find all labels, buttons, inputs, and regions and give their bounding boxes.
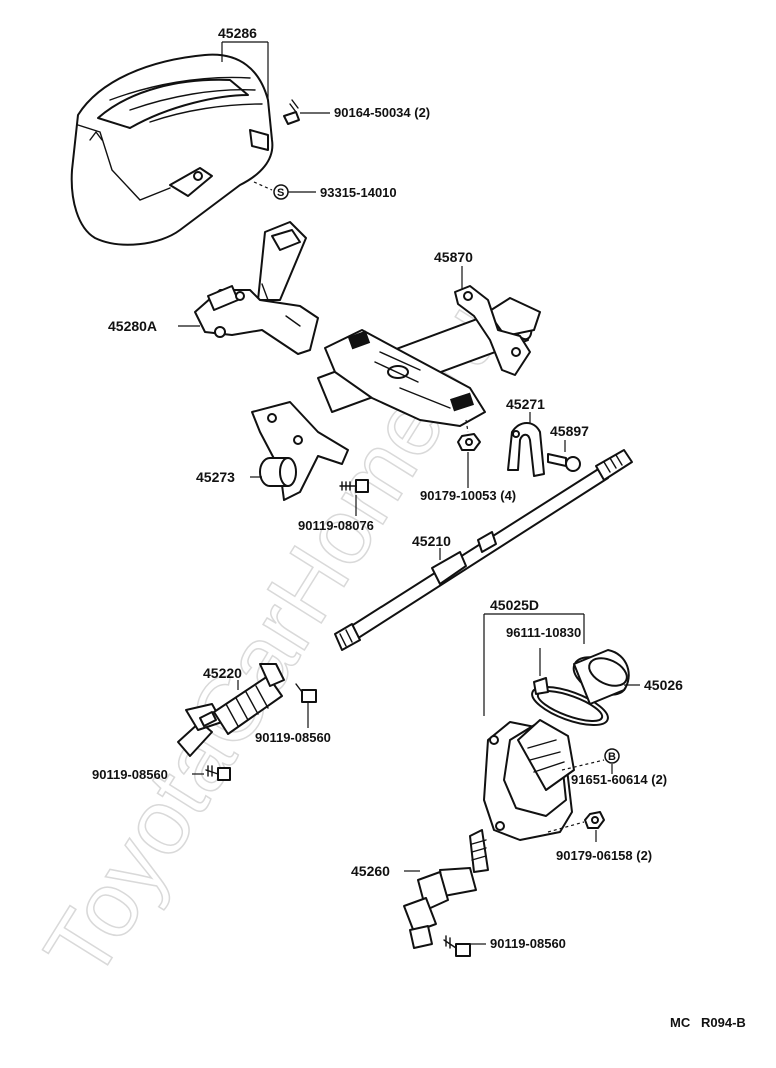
label-45025D: 45025D	[490, 597, 539, 613]
upper-bracket-part	[194, 221, 319, 355]
label-45286: 45286	[218, 25, 257, 41]
label-96111-10830: 96111-10830	[506, 625, 581, 640]
clamp-45271	[507, 422, 545, 477]
label-45870: 45870	[434, 249, 473, 265]
label-90119-08560-c: 90119-08560	[490, 936, 566, 951]
pin-45897	[547, 453, 581, 472]
bolt-90119-08560-c	[443, 935, 471, 957]
label-90179-06158: 90179-06158 (2)	[556, 848, 652, 863]
bolt-90119-08076	[339, 479, 369, 493]
main-shaft-45210	[334, 449, 633, 651]
label-45210: 45210	[412, 533, 451, 549]
label-45260: 45260	[351, 863, 390, 879]
label-45026: 45026	[644, 677, 683, 693]
label-90119-08560-a: 90119-08560	[255, 730, 331, 745]
marker-b	[604, 748, 620, 764]
label-45280A: 45280A	[108, 318, 157, 334]
diagram-code: R094-B	[701, 1015, 746, 1030]
leader-45286	[221, 41, 269, 102]
column-tube-part	[317, 297, 541, 427]
label-93315-14010: 93315-14010	[320, 185, 397, 200]
bracket-45870	[454, 285, 531, 376]
intermediate-shaft-45220	[177, 663, 285, 757]
screw-90164	[283, 99, 300, 125]
label-45897: 45897	[550, 423, 589, 439]
clamp-96111-10830	[531, 677, 609, 726]
column-cover-part	[70, 53, 274, 246]
boot-housing	[483, 719, 575, 841]
seal-45026	[572, 649, 630, 705]
diagram-code-prefix: MC	[670, 1015, 691, 1030]
nut-90179-10053	[457, 433, 481, 451]
label-45271: 45271	[506, 396, 545, 412]
label-90179-10053: 90179-10053 (4)	[420, 488, 516, 503]
marker-s-label: S	[277, 187, 284, 199]
label-90119-08076: 90119-08076	[298, 518, 374, 533]
bolt-90119-08560-a	[295, 683, 317, 703]
lower-joint-45260	[403, 829, 489, 949]
marker-b-label: B	[608, 751, 616, 763]
bushing-45273	[259, 457, 297, 487]
bolt-90119-08560-b	[205, 765, 231, 781]
label-90164-50034: 90164-50034 (2)	[334, 105, 430, 120]
label-91651-60614: 91651-60614 (2)	[571, 772, 667, 787]
label-45273: 45273	[196, 469, 235, 485]
label-45220: 45220	[203, 665, 242, 681]
label-90119-08560-b: 90119-08560	[92, 767, 168, 782]
nut-90179-06158	[584, 811, 605, 829]
